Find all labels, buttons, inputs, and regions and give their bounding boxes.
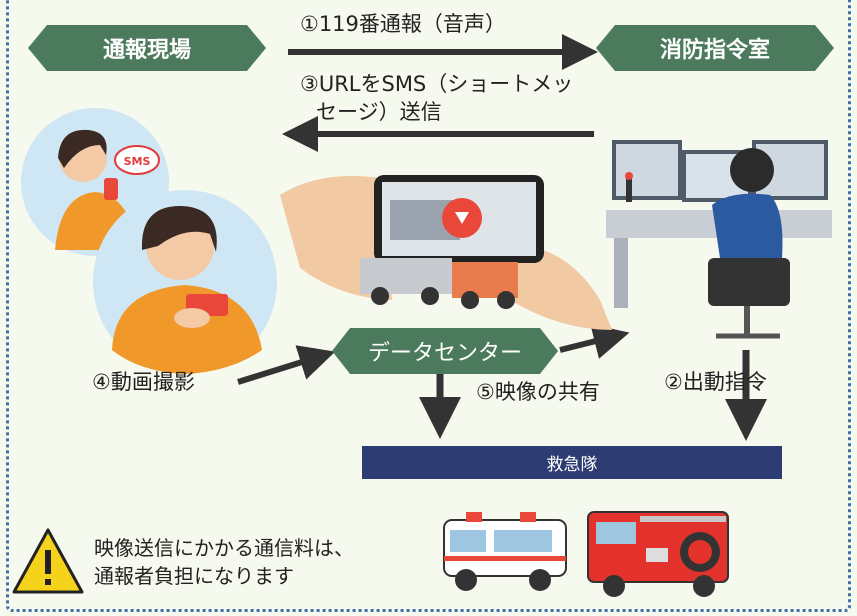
fire-engine-illustration [587, 511, 729, 597]
caller-filming-illustration [93, 190, 277, 374]
node-command-room: 消防指令室 [596, 25, 834, 71]
arrow-video-to-datacenter [237, 345, 336, 385]
step-3-label-line1: ③URLをSMS（ショートメッ [300, 72, 574, 96]
step-1-label: ①119番通報（音声） [300, 12, 506, 36]
phone-screen-illustration [280, 175, 612, 330]
warning-icon [12, 528, 84, 594]
dotted-frame [6, 0, 851, 612]
step-5-label: ⑤映像の共有 [476, 380, 600, 404]
node-data-center: データセンター [332, 328, 558, 374]
step-4-label: ④動画撮影 [92, 370, 195, 394]
node-ambulance-team: 救急隊 [362, 446, 782, 479]
node-scene-label: 通報現場 [102, 38, 191, 63]
arrow-datacenter-to-command [559, 323, 630, 359]
notice-line-1: 映像送信にかかる通信料は、 [94, 536, 354, 560]
ambulance-illustration [443, 512, 567, 591]
node-data-center-label: データセンター [367, 341, 522, 366]
sms-bubble-label: SMS [124, 155, 151, 168]
flow-arrows [237, 34, 767, 441]
step-3-label-line2: セージ）送信 [316, 100, 442, 124]
sms-bubble [114, 145, 160, 175]
node-command-room-label: 消防指令室 [659, 38, 770, 63]
command-room-illustration [606, 140, 832, 339]
node-scene: 通報現場 [28, 25, 266, 71]
step-2-label: ②出動指令 [664, 370, 767, 394]
node-ambulance-team-label: 救急隊 [546, 455, 598, 475]
notice-line-2: 通報者負担になります [94, 564, 294, 588]
